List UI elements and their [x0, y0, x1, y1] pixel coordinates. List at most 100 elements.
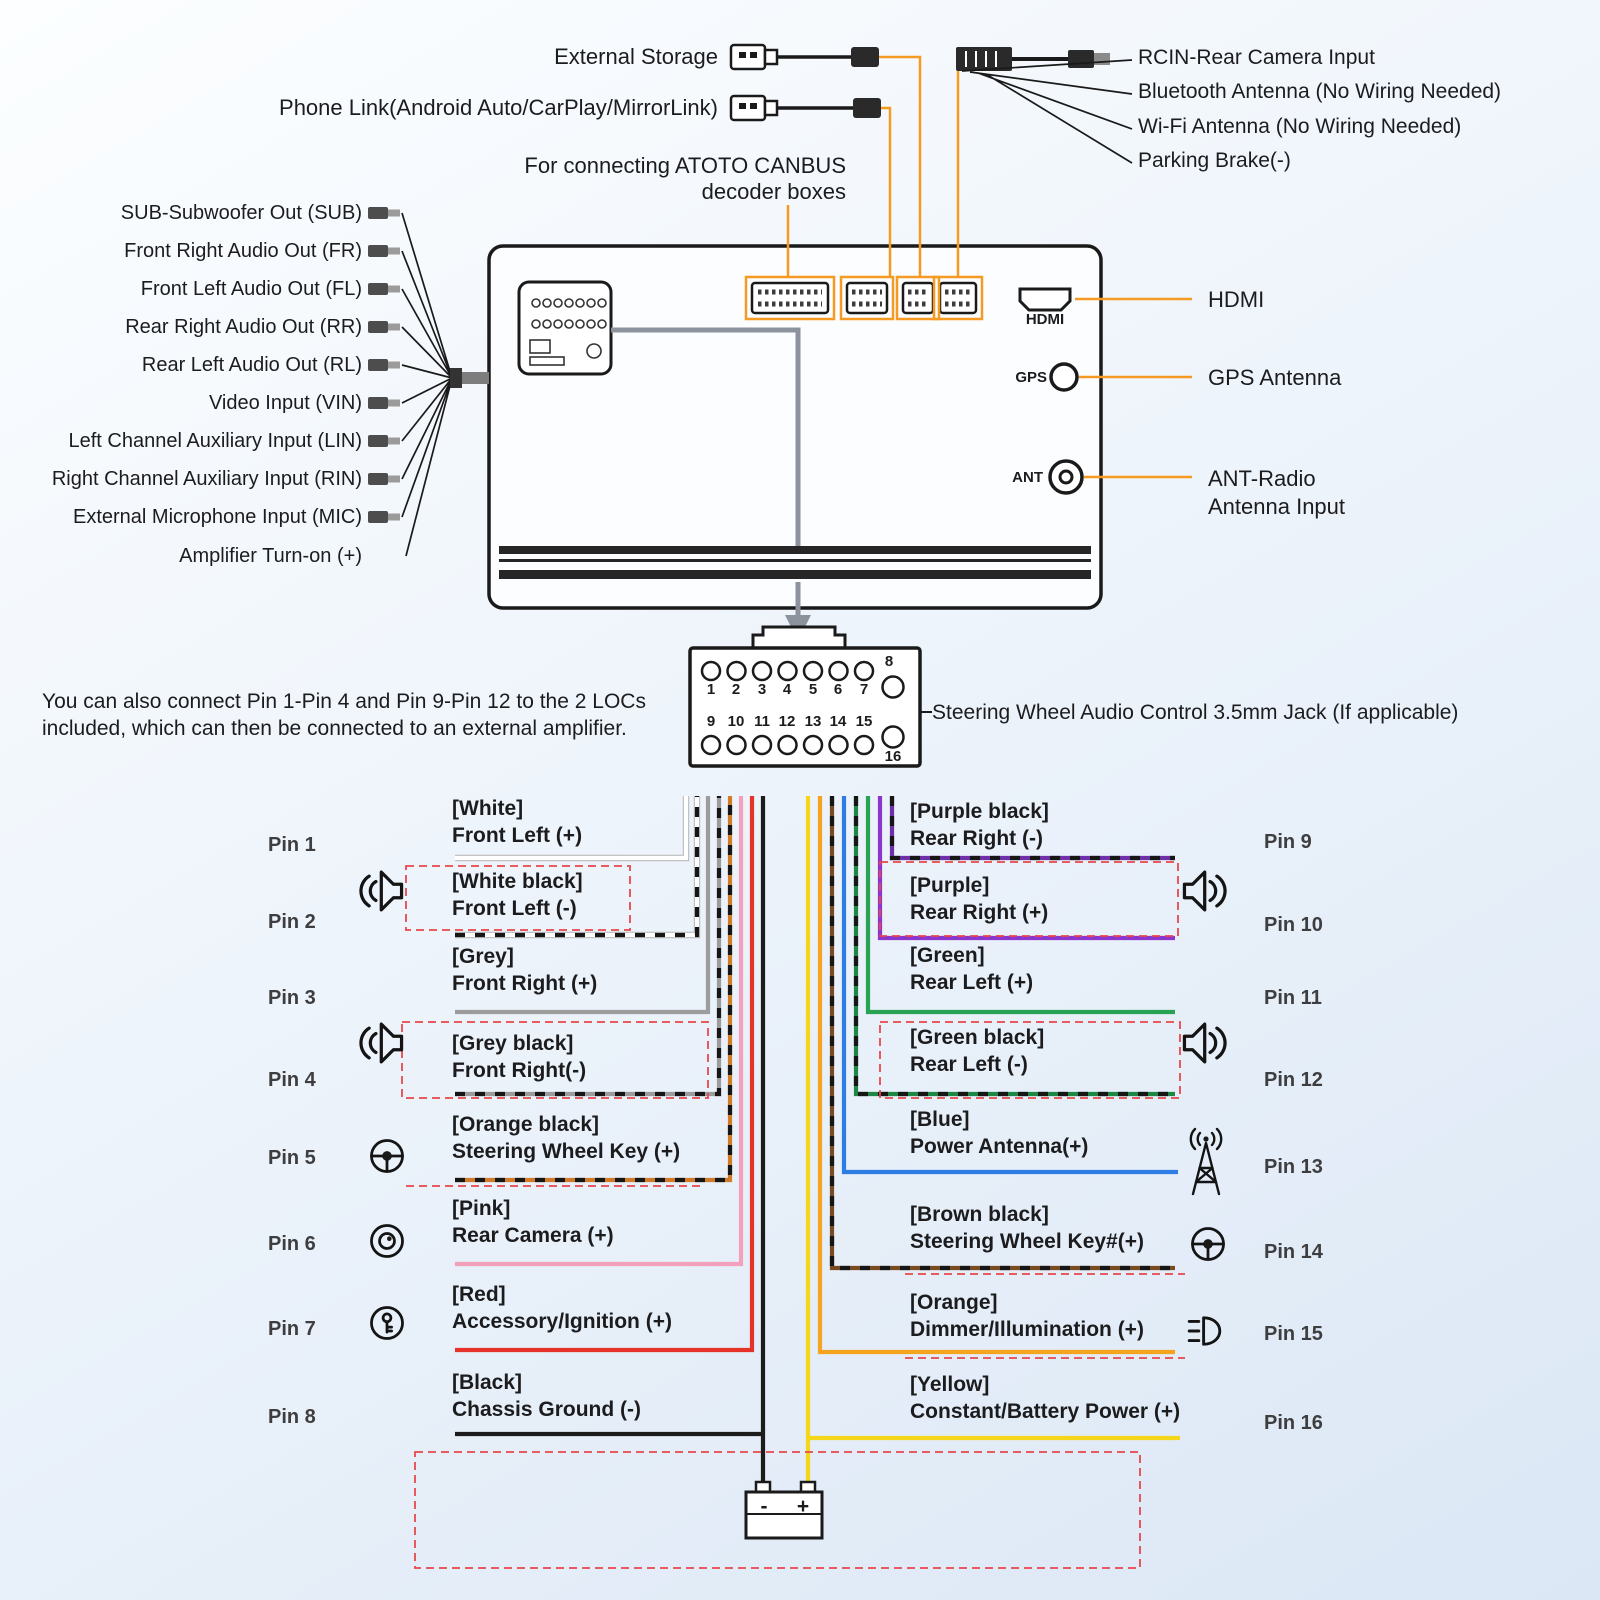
pin-15-number: Pin 15 — [1264, 1323, 1323, 1345]
pin-9-number: Pin 9 — [1264, 831, 1312, 853]
dimmer-headlight-icon — [1187, 1316, 1222, 1346]
pin-9-color: [Purple black] — [910, 800, 1049, 823]
usb-external-storage — [729, 43, 879, 71]
power-antenna-icon — [1189, 1127, 1223, 1196]
pin-7-color: [Red] — [452, 1283, 506, 1306]
label-rl-out: Rear Left Audio Out (RL) — [141, 354, 362, 376]
pin-16-number: Pin 16 — [1264, 1412, 1323, 1434]
harness-wires — [455, 796, 1180, 1482]
pin-1-number: Pin 1 — [268, 834, 316, 856]
pin-14-color: [Brown black] — [910, 1203, 1049, 1226]
label-fl-out: Front Left Audio Out (FL) — [140, 278, 362, 300]
pin-12-number: Pin 12 — [1264, 1069, 1323, 1091]
steering-wheel-icon-right — [1191, 1227, 1225, 1261]
label-rr-out: Rear Right Audio Out (RR) — [125, 316, 362, 338]
pin-3-desc: Front Right (+) — [452, 972, 598, 995]
pin-13-desc: Power Antenna(+) — [910, 1135, 1089, 1158]
pin-hole-7: 7 — [859, 681, 869, 698]
steering-wheel-icon-left — [370, 1139, 404, 1173]
pin-10-color: [Purple] — [910, 874, 990, 897]
pin-12-color: [Green black] — [910, 1026, 1045, 1049]
pin-hole-12: 12 — [778, 713, 796, 730]
label-mic: External Microphone Input (MIC) — [72, 506, 362, 528]
pin-hole-1: 1 — [706, 681, 716, 698]
pin-7-desc: Accessory/Ignition (+) — [452, 1310, 672, 1333]
pin-hole-11: 11 — [754, 713, 770, 730]
speaker-icon-front-left — [359, 870, 404, 912]
usb-phone-link — [729, 94, 881, 122]
pin-hole-3: 3 — [757, 681, 767, 698]
label-rin: Right Channel Auxiliary Input (RIN) — [51, 468, 362, 490]
gps-port-label: GPS — [1015, 369, 1047, 386]
pin-5-number: Pin 5 — [268, 1147, 316, 1169]
battery-icon — [744, 1480, 824, 1540]
pin-10-number: Pin 10 — [1264, 914, 1323, 936]
label-wifi-antenna: Wi-Fi Antenna (No Wiring Needed) — [1138, 115, 1462, 138]
pin-4-color: [Grey black] — [452, 1032, 574, 1055]
pin-2-color: [White black] — [452, 870, 583, 893]
pin-11-color: [Green] — [910, 944, 985, 967]
label-canbus: For connecting ATOTO CANBUS decoder boxe… — [524, 153, 846, 204]
pin-7-number: Pin 7 — [268, 1318, 316, 1340]
pin-12-desc: Rear Left (-) — [910, 1053, 1028, 1076]
pin-hole-8: 8 — [884, 653, 894, 670]
pin-hole-2: 2 — [731, 681, 741, 698]
pin-hole-13: 13 — [804, 713, 822, 730]
battery-negative-sign: - — [760, 1495, 768, 1518]
pin-hole-15: 15 — [855, 713, 873, 730]
pin-4-number: Pin 4 — [268, 1069, 316, 1091]
pin-15-color: [Orange] — [910, 1291, 998, 1314]
pictograms — [359, 870, 1227, 1346]
ignition-key-icon — [370, 1306, 404, 1340]
label-hdmi: HDMI — [1208, 287, 1265, 312]
pin-6-number: Pin 6 — [268, 1233, 316, 1255]
pin-8-color: [Black] — [452, 1371, 523, 1394]
orange-leads — [744, 55, 1192, 479]
label-ant-radio: ANT-Radio Antenna Input — [1208, 466, 1346, 519]
pin-hole-16: 16 — [884, 748, 902, 765]
pin-8-number: Pin 8 — [268, 1406, 316, 1428]
pin-5-desc: Steering Wheel Key (+) — [452, 1140, 681, 1163]
label-parking-brake: Parking Brake(-) — [1138, 149, 1291, 172]
pin-2-number: Pin 2 — [268, 911, 316, 933]
label-fr-out: Front Right Audio Out (FR) — [124, 240, 362, 262]
label-external-storage: External Storage — [554, 44, 718, 69]
speaker-icon-rear-right — [1182, 870, 1227, 912]
pin-2-desc: Front Left (-) — [452, 897, 577, 920]
pin-10-desc: Rear Right (+) — [910, 901, 1049, 924]
rca-ports — [368, 207, 489, 557]
pin-16-desc: Constant/Battery Power (+) — [910, 1400, 1181, 1423]
pin-hole-10: 10 — [727, 713, 745, 730]
pin-1-color: [White] — [452, 797, 524, 820]
pairing-boxes — [401, 861, 1185, 1569]
pin-16-color: [Yellow] — [910, 1373, 990, 1396]
hdmi-port-label: HDMI — [1025, 311, 1065, 328]
pin-hole-5: 5 — [808, 681, 818, 698]
pin-14-desc: Steering Wheel Key#(+) — [910, 1230, 1144, 1253]
rear-panel-connectors — [750, 281, 978, 315]
label-phone-link: Phone Link(Android Auto/CarPlay/MirrorLi… — [279, 95, 718, 120]
pin-8-desc: Chassis Ground (-) — [452, 1398, 642, 1421]
loc-note: You can also connect Pin 1-Pin 4 and Pin… — [42, 690, 646, 740]
pin-1-desc: Front Left (+) — [452, 824, 583, 847]
battery-positive-sign: + — [796, 1495, 810, 1518]
label-lin: Left Channel Auxiliary Input (LIN) — [68, 430, 363, 452]
pin-9-desc: Rear Right (-) — [910, 827, 1043, 850]
iso-16pin-connector — [688, 625, 932, 768]
pin-14-number: Pin 14 — [1264, 1241, 1323, 1263]
accessory-harness — [956, 47, 1133, 164]
pin-3-number: Pin 3 — [268, 987, 316, 1009]
pin-5-color: [Orange black] — [452, 1113, 600, 1136]
pin-11-desc: Rear Left (+) — [910, 971, 1034, 994]
label-rcin: RCIN-Rear Camera Input — [1138, 46, 1375, 69]
swc-note: Steering Wheel Audio Control 3.5mm Jack … — [932, 701, 1459, 724]
pin-hole-6: 6 — [833, 681, 843, 698]
speaker-icon-rear-left — [1182, 1022, 1227, 1064]
pin-13-color: [Blue] — [910, 1108, 970, 1131]
pin-hole-4: 4 — [782, 681, 792, 698]
ant-port-label: ANT — [1012, 469, 1043, 486]
label-amp-turn-on: Amplifier Turn-on (+) — [179, 545, 362, 567]
pin-11-number: Pin 11 — [1264, 987, 1322, 1009]
pin-4-desc: Front Right(-) — [452, 1059, 587, 1082]
